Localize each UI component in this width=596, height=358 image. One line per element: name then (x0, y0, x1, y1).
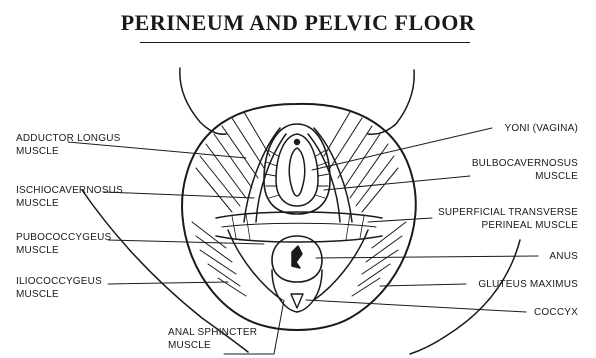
leader-iliococcygeus (108, 282, 228, 284)
ischiocavernosus-left-inner (256, 134, 286, 222)
label-adductor-longus: ADDUCTOR LONGUS MUSCLE (16, 132, 121, 158)
label-ischiocavernosus: ISCHIOCAVERNOSUS MUSCLE (16, 184, 123, 210)
label-anus: ANUS (549, 250, 578, 263)
label-superficial-transverse: SUPERFICIAL TRANSVERSE PERINEAL MUSCLE (438, 206, 578, 232)
right-thigh-outline (368, 70, 414, 134)
gluteus-maximus-right-hatch (352, 222, 406, 296)
label-coccyx: COCCYX (534, 306, 578, 319)
anus-opening (292, 246, 302, 268)
transverse-perineal-upper (216, 212, 382, 218)
clitoris (295, 140, 300, 145)
vaginal-opening (289, 148, 304, 196)
leader-bulbocavernosus (324, 176, 470, 190)
label-pubococcygeus: PUBOCOCCYGEUS MUSCLE (16, 231, 111, 257)
transverse-perineal-mid (222, 223, 376, 227)
leader-anal-sphincter-up (274, 300, 284, 354)
leader-coccyx (306, 300, 526, 312)
coccyx-shape (291, 294, 303, 308)
anal-sphincter-loop-right (297, 270, 322, 312)
bulbocavernosus-hatch (265, 150, 329, 198)
anal-sphincter-loop (272, 270, 297, 312)
leader-yoni (312, 128, 492, 170)
leader-gluteus-maximus (380, 284, 466, 286)
transverse-perineal-lower (216, 236, 382, 242)
label-yoni: YONI (VAGINA) (504, 122, 578, 135)
label-iliococcygeus: ILIOCOCCYGEUS MUSCLE (16, 275, 102, 301)
vulva-outer (264, 124, 330, 214)
iliococcygeus-left-hatch (192, 222, 246, 296)
label-gluteus-maximus: GLUTEUS MAXIMUS (478, 278, 578, 291)
leader-anus (316, 256, 538, 258)
leader-superficial-transverse (368, 218, 432, 222)
label-anal-sphincter: ANAL SPHINCTER MUSCLE (168, 326, 257, 352)
label-bulbocavernosus: BULBOCAVERNOSUS MUSCLE (472, 157, 578, 183)
